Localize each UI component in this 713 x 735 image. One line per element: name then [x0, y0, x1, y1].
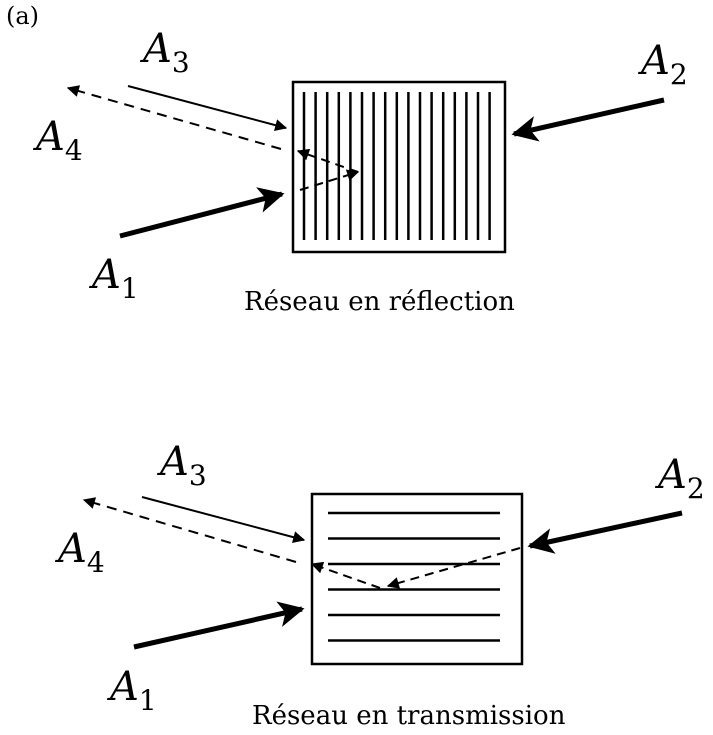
internal-path-1-reflection [299, 169, 360, 191]
label-a1-reflection: A1 [88, 252, 139, 305]
beam-a1-transmission [133, 601, 305, 650]
beam-a4-transmission [82, 497, 297, 563]
internal-path-2-transmission [310, 561, 381, 589]
beam-a4-reflection [66, 85, 282, 150]
beam-a3-transmission [141, 496, 306, 544]
transmission-panel: A3 A4 A1 A2 Réseau en transmission [54, 439, 705, 731]
label-a2-reflection: A2 [637, 38, 688, 91]
reflection-panel: A3 A4 A1 A2 Réseau en réflection [32, 26, 688, 317]
label-a4-transmission: A4 [54, 526, 105, 579]
beam-a2-reflection [511, 97, 665, 142]
internal-path-2-reflection [296, 148, 359, 173]
label-a3-reflection: A3 [139, 26, 190, 79]
caption-transmission: Réseau en transmission [252, 701, 566, 731]
caption-reflection: Réseau en réflection [244, 287, 515, 317]
label-a3-transmission: A3 [156, 439, 207, 492]
transmission-grating-box [310, 492, 524, 666]
label-a4-reflection: A4 [32, 114, 83, 167]
beam-a2-transmission [527, 510, 683, 554]
reflection-grating-box [291, 80, 507, 254]
panel-label: (a) [6, 2, 39, 30]
beam-a1-reflection [119, 187, 285, 239]
reflection-grating-lines [302, 92, 491, 240]
transmission-grating-lines [328, 511, 500, 642]
label-a1-transmission: A1 [106, 664, 157, 717]
beam-a3-reflection [127, 85, 288, 132]
label-a2-transmission: A2 [654, 452, 705, 505]
internal-path-1-transmission [386, 547, 521, 589]
